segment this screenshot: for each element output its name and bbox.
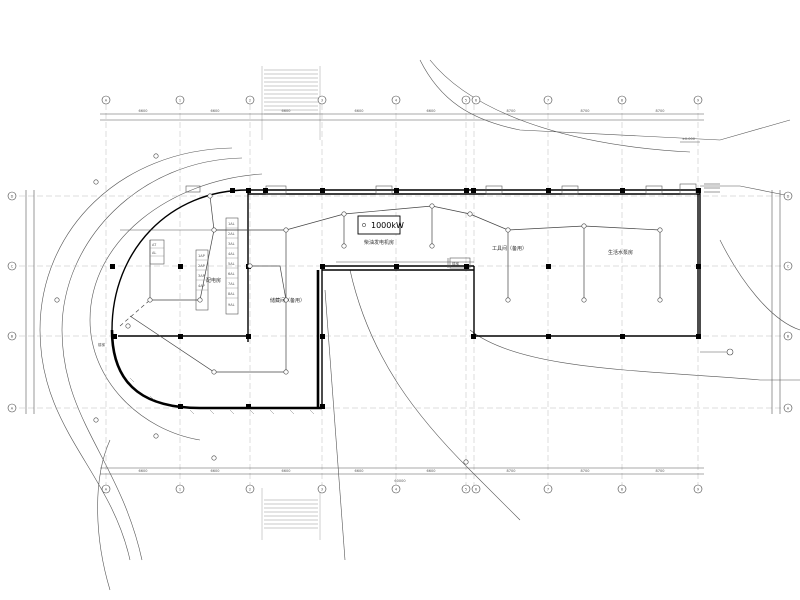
axis-top-4: 4: [395, 99, 398, 103]
axis-bottom-2: 2: [249, 488, 251, 492]
axis-top-8: 8: [621, 99, 623, 103]
axis-left-c: C: [11, 265, 14, 269]
dim-top-8: 8700: [656, 109, 665, 113]
grid-lines: [10, 104, 790, 486]
dim-bottom-6: 8700: [507, 469, 516, 473]
axis-bottom-9: 9: [697, 488, 699, 492]
room-generator-label: 柴油发电机房: [364, 239, 394, 246]
dim-bottom-8: 8700: [656, 469, 665, 473]
dim-bottom-4: 6600: [355, 469, 364, 473]
axis-top-a: A: [105, 99, 108, 103]
panel-1: 1AL: [228, 222, 235, 226]
dim-total: 60000: [394, 479, 405, 483]
small-panel-3: 3AP: [198, 274, 205, 278]
dim-top-7: 8700: [581, 109, 590, 113]
bottom-dimension-texts: 6600 6600 6600 6600 6600 8700 8700 8700 …: [139, 469, 665, 483]
panel-8: 8AL: [228, 292, 235, 296]
axis-top-6: 6: [475, 99, 477, 103]
panel-4: 4AL: [228, 252, 235, 256]
row-axis-bubbles: D C B A D C B A: [7, 191, 793, 413]
bottom-axis-bubbles: A 1 2 3 4 5 6 7 8 9: [101, 484, 703, 494]
wall-ticks: [129, 377, 315, 415]
wall-panel-1: AT: [152, 243, 157, 247]
axis-bottom-8: 8: [621, 488, 623, 492]
axis-bottom-3: 3: [321, 488, 323, 492]
axis-left-a: A: [11, 407, 14, 411]
panel-6: 6AL: [228, 272, 235, 276]
axis-top-5: 5: [465, 99, 467, 103]
axis-bottom-5: 5: [465, 488, 467, 492]
small-panel-4: 4AP: [198, 284, 205, 288]
room-corner-label: 楼梯: [98, 342, 105, 347]
axis-bottom-6: 6: [475, 488, 477, 492]
small-panel-1: 1AP: [198, 254, 205, 258]
elevation-mark-text: ±0.000: [682, 137, 695, 141]
structural-columns: [110, 188, 701, 409]
generator: 1000kW: [357, 215, 404, 235]
dim-top-6: 8700: [507, 109, 516, 113]
top-wall-openings: [265, 185, 663, 195]
dim-top-2: 6600: [211, 109, 220, 113]
dim-top-3: 6600: [282, 109, 291, 113]
dim-top-4: 6600: [355, 109, 364, 113]
axis-right-c: C: [787, 265, 790, 269]
dim-top-1: 6600: [139, 109, 148, 113]
generator-capacity-label: 1000kW: [371, 221, 404, 230]
room-stair-label: 楼梯: [452, 261, 460, 266]
panel-5: 5AL: [228, 262, 235, 266]
axis-left-d: D: [11, 195, 14, 199]
dimension-lines: [25, 113, 781, 475]
room-pump-label: 生活水泵房: [608, 249, 633, 256]
axis-left-b: B: [11, 335, 14, 339]
axis-top-3: 3: [321, 99, 323, 103]
top-dimension-texts: 6600 6600 6600 6600 6600 8700 8700 8700: [139, 109, 665, 113]
dim-bottom-5: 6600: [427, 469, 436, 473]
dim-bottom-7: 8700: [581, 469, 590, 473]
panel-3: 3AL: [228, 242, 235, 246]
wall-panel-2: AL: [152, 251, 156, 255]
dim-bottom-3: 6600: [282, 469, 291, 473]
room-labels: 柴油发电机房 工具间（备用） 生活水泵房 配电房 储藏间（备用） 楼梯 楼梯: [98, 239, 633, 347]
axis-top-9: 9: [697, 99, 699, 103]
axis-right-d: D: [787, 195, 790, 199]
room-distribution-label: 配电房: [206, 277, 221, 284]
room-storage-label: 储藏间（备用）: [270, 297, 305, 304]
dim-top-5: 6600: [427, 109, 436, 113]
room-workshop-label: 工具间（备用）: [492, 245, 527, 252]
light-fixtures: [54, 153, 663, 465]
axis-bottom-1: 1: [179, 488, 181, 492]
panel-7: 7AL: [228, 282, 235, 286]
axis-right-b: B: [787, 335, 790, 339]
axis-top-2: 2: [249, 99, 251, 103]
dim-bottom-2: 6600: [211, 469, 220, 473]
axis-bottom-4: 4: [395, 488, 398, 492]
small-panel-2: 2AP: [198, 264, 205, 268]
axis-bottom-a: A: [105, 488, 108, 492]
elevation-mark: ±0.000: [680, 137, 734, 356]
axis-bottom-7: 7: [547, 488, 549, 492]
distribution-panels: 1AL 2AL 3AL 4AL 5AL 6AL 7AL 8AL 9AL 1AP …: [149, 217, 239, 315]
top-axis-bubbles: A 1 2 3 4 5 6 7 8 9: [101, 95, 703, 105]
panel-9: 9AL: [228, 303, 235, 307]
axis-top-7: 7: [547, 99, 549, 103]
axis-right-a: A: [787, 407, 790, 411]
panel-2: 2AL: [228, 232, 235, 236]
dim-bottom-1: 6600: [139, 469, 148, 473]
axis-top-1: 1: [179, 99, 181, 103]
